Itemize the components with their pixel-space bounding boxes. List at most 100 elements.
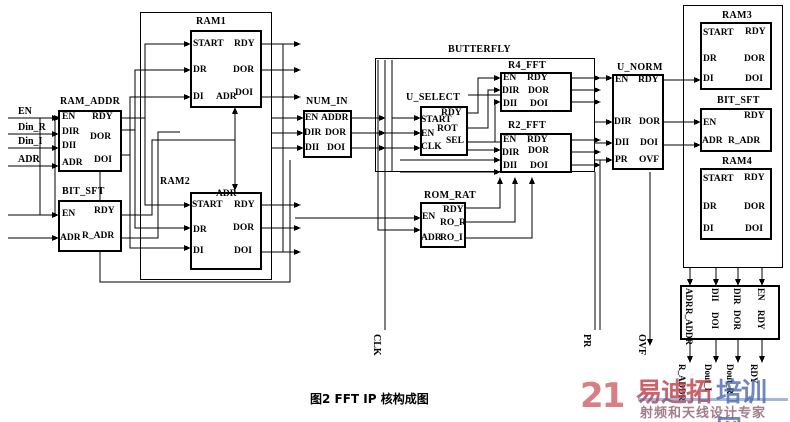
ram2-pin-start: START	[192, 200, 223, 210]
u-select-pin-start: START	[421, 115, 452, 125]
ram34-group-container	[683, 5, 783, 268]
input-label-din-i: Din_I	[18, 136, 43, 147]
num-in-pin-dir: DIR	[304, 128, 322, 138]
u-norm-block[interactable]	[612, 74, 664, 170]
ram-addr-pin-doi: DOI	[94, 155, 112, 165]
ram1-pin-adr: ADR	[216, 92, 237, 102]
ram-group-container	[140, 12, 272, 280]
ram3-pin-di: DI	[703, 74, 714, 84]
rom-rat-block[interactable]	[420, 202, 466, 248]
r4-fft-block[interactable]	[500, 72, 572, 112]
r4-fft-title: R4_FFT	[508, 60, 546, 71]
ram3-pin-rdy: RDY	[745, 27, 766, 37]
ram1-pin-di: DI	[193, 92, 204, 102]
bit-sft-right-pin-rdy: RDY	[744, 111, 765, 121]
num-in-pin-dor: DOR	[325, 128, 347, 138]
r2-fft-pin-rdy: RDY	[527, 135, 548, 145]
ram2-block[interactable]	[190, 192, 262, 270]
bit-sft-right-title: BIT_SFT	[717, 95, 760, 106]
bit-sft-left-block[interactable]	[58, 200, 122, 252]
u-select-pin-rdy: RDY	[441, 108, 462, 118]
r2-fft-block[interactable]	[500, 133, 572, 173]
rom-rat-pin-adr: ADR	[421, 233, 442, 243]
u-norm-pin-dir: DIR	[614, 117, 632, 127]
ram-addr-pin-rdy: RDY	[92, 112, 113, 122]
r4-fft-pin-dir: DIR	[502, 86, 520, 96]
u-select-pin-clk: CLK	[421, 142, 442, 152]
ram1-block[interactable]	[190, 30, 262, 108]
u-norm-pin-ovf: OVF	[639, 155, 660, 165]
ram3-pin-dor: DOR	[744, 54, 766, 64]
ram2-pin-adr: ADR	[216, 189, 237, 199]
input-label-en: EN	[18, 106, 32, 117]
figure-caption: 图2 FFT IP 核构成图	[310, 392, 429, 406]
num-in-pin-addr: ADDR	[321, 113, 349, 123]
ram3-pin-doi: DOI	[745, 74, 763, 84]
num-in-pin-en: EN	[305, 113, 319, 123]
r4-fft-pin-dor: DOR	[528, 86, 550, 96]
u-norm-pin-pr: PR	[615, 155, 628, 165]
signal-label-pr: PR	[581, 334, 592, 348]
bit-sft-left-pin-rdy: RDY	[94, 206, 115, 216]
bit-sft-left-pin-adr: ADR	[60, 233, 81, 243]
r2-fft-pin-dir: DIR	[502, 148, 520, 158]
u-select-title: U_SELECT	[406, 92, 461, 103]
ram-addr-pin-en: EN	[62, 112, 76, 122]
ram4-pin-dr: DR	[703, 202, 717, 212]
num-in-title: NUM_IN	[306, 96, 348, 107]
input-label-din-r: Din_R	[18, 122, 46, 133]
ram2-pin-di: DI	[193, 246, 204, 256]
ram-addr-title: RAM_ADDR	[60, 96, 121, 107]
output-port-pin-r-adr: R_ADDR	[684, 308, 694, 345]
u-select-pin-rot: ROT	[437, 124, 458, 134]
num-in-pin-doi: DOI	[327, 143, 345, 153]
output-label-r-addr: R_ADDR	[677, 364, 687, 401]
bit-sft-right-pin-r-adr: R_ADR	[728, 136, 761, 146]
output-port-block[interactable]	[680, 285, 780, 340]
ram4-title: RAM4	[722, 156, 753, 167]
u-norm-pin-rdy: RDY	[638, 75, 659, 85]
ram4-pin-doi: DOI	[745, 224, 763, 234]
r2-fft-pin-dor: DOR	[528, 146, 550, 156]
u-norm-pin-en: EN	[615, 75, 629, 85]
rom-rat-pin-ro-i: RO_I	[440, 233, 463, 243]
butterfly-label: BUTTERFLY	[448, 44, 511, 55]
output-port-pin-adr: ADR	[684, 288, 694, 308]
u-norm-pin-dor: DOR	[639, 117, 661, 127]
signal-label-ovf: OVF	[636, 334, 647, 356]
rom-rat-pin-en: EN	[422, 212, 436, 222]
u-norm-pin-dii: DII	[615, 138, 630, 148]
u-select-pin-en: EN	[421, 129, 435, 139]
bit-sft-right-block[interactable]	[700, 108, 772, 152]
r2-fft-pin-en: EN	[503, 135, 517, 145]
ram2-pin-doi: DOI	[234, 246, 252, 256]
ram3-block[interactable]	[700, 22, 772, 90]
output-port-pin-dii: DII	[710, 288, 720, 302]
bit-sft-right-pin-adr: ADR	[702, 136, 723, 146]
ram-addr-pin-dii: DII	[62, 141, 77, 151]
u-norm-title: U_NORM	[617, 62, 663, 73]
butterfly-container	[375, 58, 595, 172]
r4-fft-pin-en: EN	[503, 73, 517, 83]
ram1-pin-dr: DR	[193, 65, 207, 75]
r4-fft-pin-rdy: RDY	[527, 73, 548, 83]
ram4-pin-rdy: RDY	[744, 173, 765, 183]
input-label-adr: ADR	[18, 154, 40, 165]
u-select-block[interactable]	[420, 106, 468, 156]
rom-rat-pin-ro-r: RO_R	[440, 218, 466, 228]
ram-addr-block[interactable]	[58, 110, 122, 172]
u-select-pin-sel: SEL	[446, 136, 464, 146]
output-label-dout-r: Dout_R	[725, 364, 735, 395]
num-in-block[interactable]	[303, 110, 352, 158]
ram1-title: RAM1	[196, 16, 227, 27]
rom-rat-pin-rdy: RDY	[443, 205, 464, 215]
ram-addr-pin-dir: DIR	[62, 127, 80, 137]
bit-sft-left-title: BIT_SFT	[62, 186, 105, 197]
bit-sft-right-pin-en: EN	[703, 118, 717, 128]
output-label-dout-i: Dout_I	[703, 364, 713, 392]
output-label-rdy: RDY	[749, 364, 759, 384]
ram3-pin-start: START	[703, 28, 734, 38]
ram1-pin-start: START	[193, 39, 224, 49]
ram4-block[interactable]	[700, 168, 772, 240]
